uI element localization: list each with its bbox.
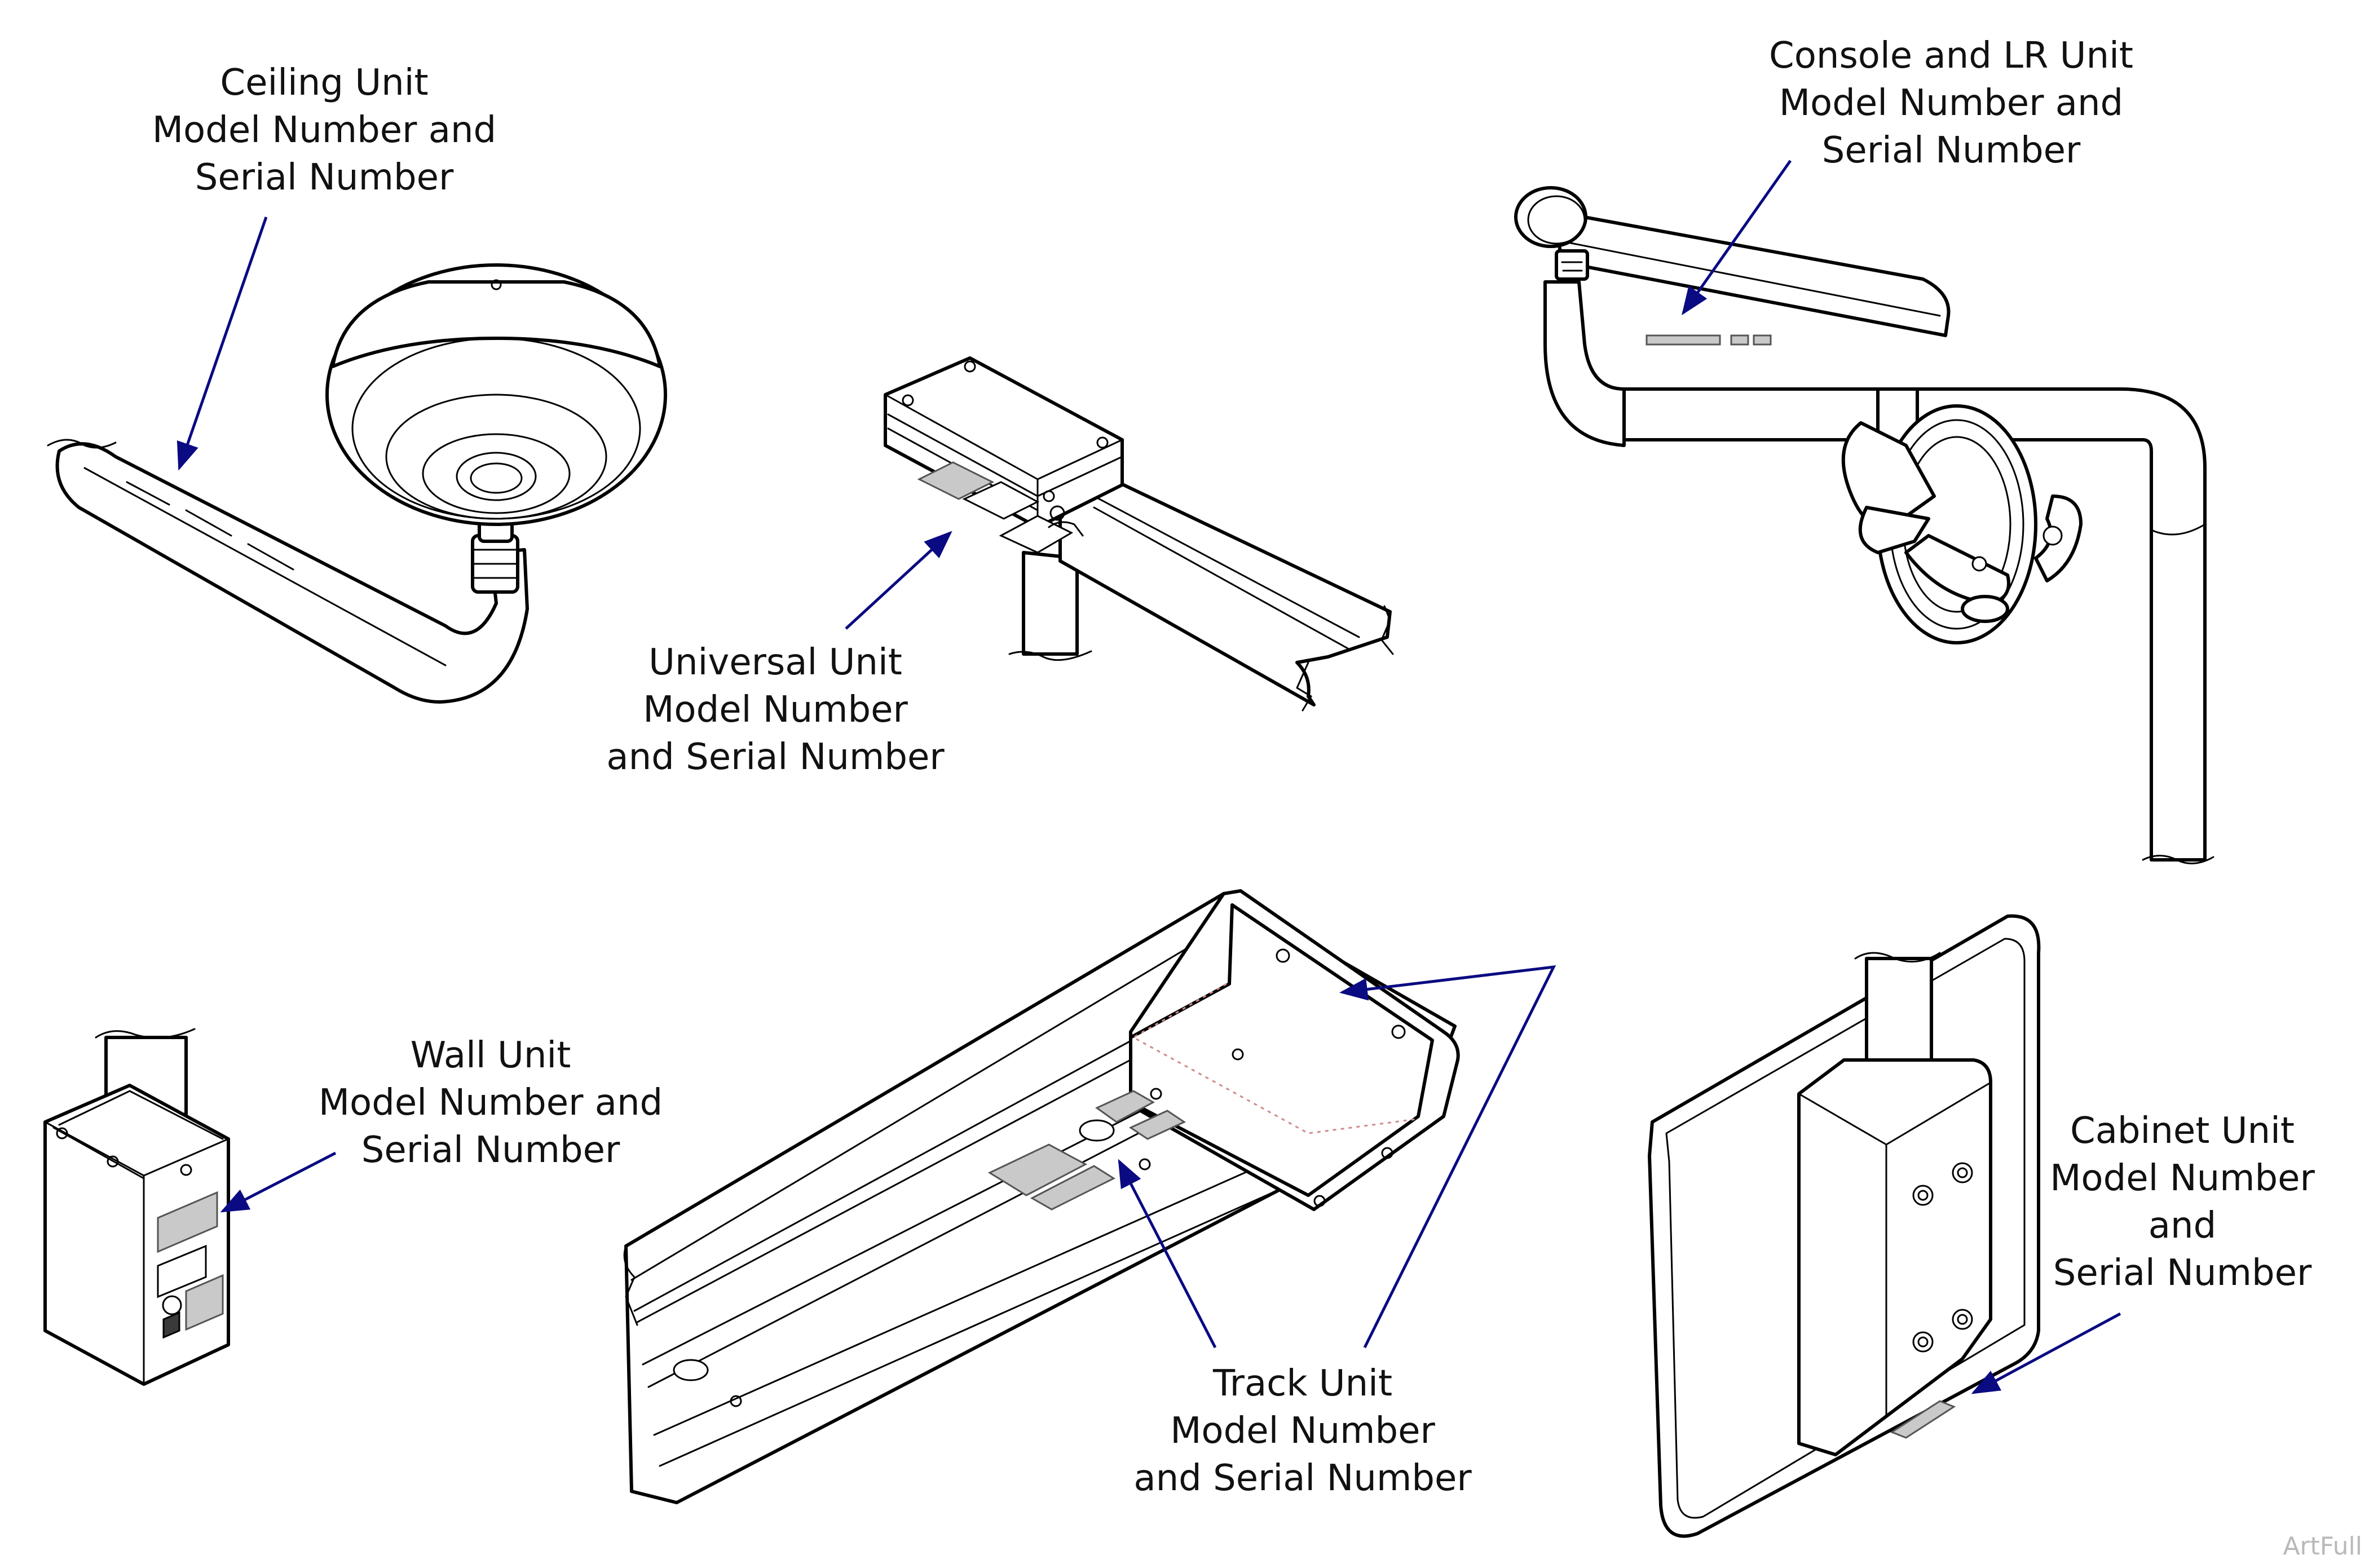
ceiling-caption-line-1: Ceiling Unit: [220, 62, 429, 104]
wall-caption-line-3: Serial Number: [361, 1129, 620, 1171]
universal-caption-line-1: Universal Unit: [649, 642, 902, 683]
ceiling-caption-line-2: Model Number and: [152, 109, 497, 151]
cabinet-unit-caption: Cabinet Unit Model Number and Serial Num…: [2008, 1107, 2357, 1297]
ceiling-unit-drawing: [47, 263, 667, 704]
universal-unit-drawing: [884, 356, 1394, 712]
cabinet-caption-line-3: and: [2148, 1205, 2217, 1247]
wall-caption-line-2: Model Number and: [318, 1082, 663, 1124]
console-caption-line-2: Model Number and: [1779, 82, 2124, 124]
universal-unit-caption: Universal Unit Model Number and Serial N…: [581, 639, 970, 781]
ceiling-caption-line-3: Serial Number: [195, 157, 454, 198]
universal-caption-line-2: Model Number: [643, 689, 908, 731]
wall-leader: [220, 1151, 337, 1213]
universal-leader: [845, 531, 952, 630]
console-unit-drawing: [1514, 186, 2214, 864]
track-caption-line-3: and Serial Number: [1133, 1457, 1472, 1499]
console-unit-caption: Console and LR Unit Model Number and Ser…: [1726, 32, 2177, 174]
universal-caption-line-3: and Serial Number: [606, 736, 945, 778]
ceiling-leader: [177, 217, 268, 471]
track-caption-line-2: Model Number: [1170, 1410, 1435, 1452]
wall-caption-line-1: Wall Unit: [410, 1035, 571, 1076]
cabinet-caption-line-1: Cabinet Unit: [2070, 1110, 2295, 1152]
track-caption-line-1: Track Unit: [1212, 1363, 1393, 1404]
cabinet-caption-line-4: Serial Number: [2053, 1252, 2312, 1294]
track-unit-caption: Track Unit Model Number and Serial Numbe…: [1105, 1360, 1500, 1502]
track-unit-drawing: [623, 889, 1460, 1504]
console-leader: [1682, 160, 1792, 316]
wall-unit-drawing: [43, 1028, 230, 1386]
wall-unit-caption: Wall Unit Model Number and Serial Number: [307, 1032, 674, 1174]
track-leader-underside: [1118, 1159, 1217, 1349]
ceiling-unit-caption: Ceiling Unit Model Number and Serial Num…: [130, 59, 519, 201]
cabinet-unit-drawing: [1648, 914, 2041, 1538]
cabinet-leader: [1971, 1312, 2121, 1394]
watermark-text: ArtFull: [2283, 1532, 2362, 1561]
cabinet-caption-line-2: Model Number: [2050, 1158, 2315, 1199]
leader-lines: [177, 160, 2121, 1394]
track-leader-housing: [1339, 965, 1556, 1349]
console-caption-line-3: Serial Number: [1821, 130, 2081, 171]
console-caption-line-1: Console and LR Unit: [1769, 35, 2133, 77]
